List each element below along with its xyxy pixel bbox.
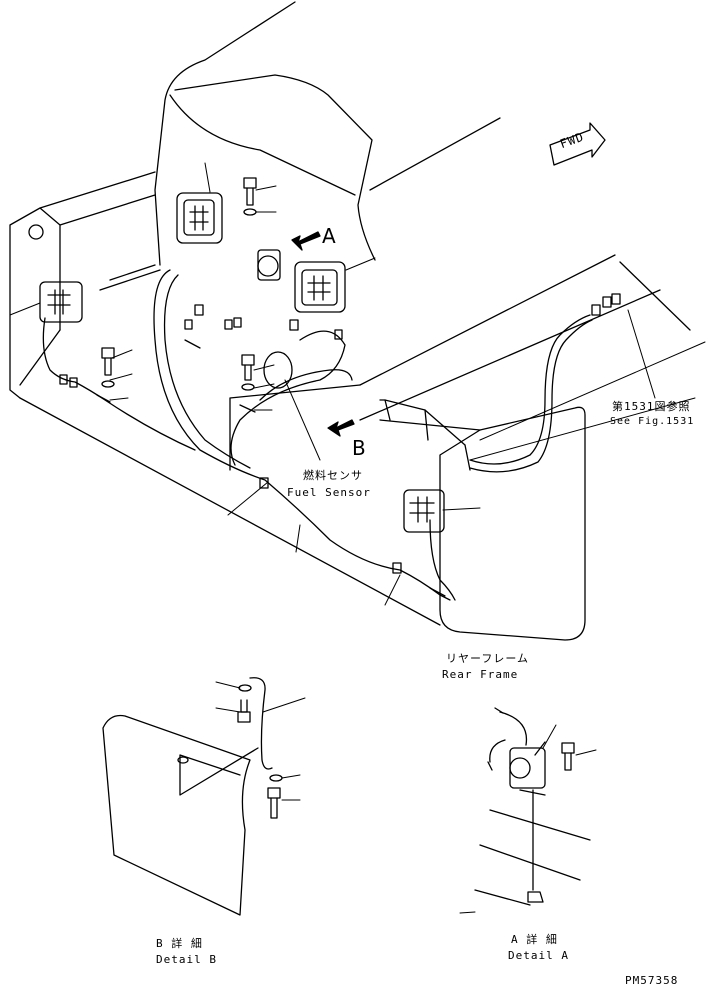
fwd-arrow — [550, 123, 605, 165]
horn-body — [510, 748, 545, 788]
frame-beam — [20, 255, 690, 625]
detail-a-en-label: Detail A — [508, 949, 569, 962]
detail-b-fasteners — [238, 678, 282, 818]
wire-to-fig1531-2 — [470, 320, 592, 472]
drawing-number: PM57358 — [625, 974, 679, 987]
detail-b-front — [180, 748, 258, 795]
frame-hole — [29, 225, 43, 239]
horn-wire-conn — [488, 708, 503, 770]
detail-b-frame — [103, 716, 250, 916]
horn-wire — [490, 712, 527, 762]
detail-b-hole — [178, 757, 188, 763]
detail-b — [103, 678, 305, 915]
detail-b-leaders — [216, 682, 305, 800]
horn-bracket — [520, 742, 545, 795]
wire-harness-inner — [165, 275, 250, 468]
fuel-sensor-jp-label: 燃料センサ — [303, 469, 363, 482]
view-b-label: B — [352, 436, 366, 460]
arrow-b — [328, 420, 354, 436]
rear-frame-block — [440, 407, 585, 640]
detail-a-jp-label: A 詳 細 — [511, 933, 558, 946]
bolt-left — [102, 348, 114, 387]
hood-outline — [155, 2, 375, 265]
horn-bolt — [562, 743, 574, 770]
horn — [258, 250, 280, 280]
fig-ref-en-label: See Fig.1531 — [610, 416, 695, 427]
rear-frame-top — [380, 400, 480, 470]
wire-clamps — [97, 340, 445, 596]
frame-top-left — [100, 265, 160, 290]
work-lamp-left — [40, 282, 82, 322]
horn-nut — [528, 892, 543, 902]
work-lamp-top-left — [177, 193, 222, 243]
rear-frame-assembly — [10, 2, 705, 640]
fig-ref-jp-label: 第1531図参照 — [612, 400, 691, 413]
rear-frame-en-label: Rear Frame — [442, 668, 519, 681]
fuel-sensor-plate — [264, 352, 292, 388]
work-lamp-top-right — [295, 262, 345, 312]
left-frame — [10, 172, 155, 398]
fuel-sensor-en-label: Fuel Sensor — [287, 486, 371, 499]
view-a-label: A — [322, 224, 336, 248]
hood-inner — [170, 95, 500, 195]
work-lamp-rear — [404, 490, 444, 532]
bolt-middle — [242, 355, 254, 390]
wire-to-rear-lamp — [430, 520, 455, 600]
bolt-top — [244, 178, 256, 215]
connectors — [60, 294, 620, 573]
detail-b-en-label: Detail B — [156, 953, 217, 966]
rear-frame-jp-label: リヤーフレーム — [446, 652, 530, 665]
detail-a-leaders — [460, 725, 596, 913]
wire-to-fig1531 — [470, 315, 590, 464]
frame-inner-edge — [230, 385, 360, 470]
wire-harness-frame — [231, 331, 352, 465]
detail-a-frame — [475, 810, 590, 905]
detail-b-jp-label: B 詳 細 — [156, 937, 203, 950]
rear-frame-top2 — [380, 400, 465, 445]
wire-harness-main — [154, 270, 450, 600]
detail-a — [460, 708, 596, 913]
arrow-a — [292, 232, 320, 250]
horn-face — [510, 758, 530, 778]
leader-lines — [10, 163, 705, 605]
